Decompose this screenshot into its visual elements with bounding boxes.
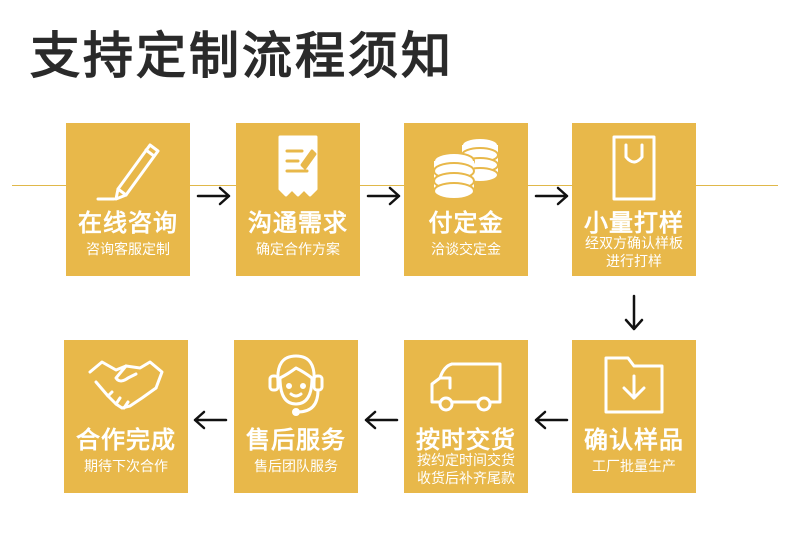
arrow-left-icon <box>192 410 228 430</box>
step-desc: 按约定时间交货 收货后补齐尾款 <box>404 452 528 488</box>
step-desc-line-1: 经双方确认样板 <box>585 236 683 252</box>
step-desc: 洽谈交定金 <box>431 242 501 258</box>
arrow-right-icon <box>534 186 570 206</box>
step-card-after-sales: 售后服务 售后团队服务 <box>234 340 358 493</box>
step-desc-line-2: 收货后补齐尾款 <box>417 471 515 487</box>
arrow-left-icon <box>533 410 569 430</box>
folder-download-icon <box>572 348 696 420</box>
truck-icon <box>404 348 528 420</box>
step-card-communicate: 沟通需求 确定合作方案 <box>236 123 360 276</box>
step-desc: 工厂批量生产 <box>592 459 676 475</box>
step-desc: 期待下次合作 <box>84 459 168 475</box>
arrow-left-icon <box>363 410 399 430</box>
arrow-down-icon <box>624 294 644 332</box>
step-label: 小量打样 <box>584 209 684 237</box>
coins-icon <box>404 131 528 203</box>
step-label: 合作完成 <box>76 426 176 454</box>
handshake-icon <box>64 348 188 420</box>
step-label: 售后服务 <box>246 426 346 454</box>
pencil-icon <box>66 131 190 203</box>
step-label: 付定金 <box>428 209 504 237</box>
step-desc-line-1: 按约定时间交货 <box>417 453 515 469</box>
timeline-divider <box>12 185 778 186</box>
step-card-consult: 在线咨询 咨询客服定制 <box>66 123 190 276</box>
arrow-right-icon <box>366 186 402 206</box>
step-desc: 经双方确认样板 进行打样 <box>572 235 696 271</box>
arrow-right-icon <box>196 186 232 206</box>
step-card-delivery: 按时交货 按约定时间交货 收货后补齐尾款 <box>404 340 528 493</box>
step-card-confirm-sample: 确认样品 工厂批量生产 <box>572 340 696 493</box>
step-label: 在线咨询 <box>78 209 178 237</box>
step-label: 按时交货 <box>416 426 516 454</box>
step-desc: 售后团队服务 <box>254 459 338 475</box>
page-title: 支持定制流程须知 <box>30 27 454 85</box>
step-desc: 咨询客服定制 <box>86 242 170 258</box>
receipt-edit-icon <box>236 131 360 203</box>
step-label: 确认样品 <box>584 426 684 454</box>
step-desc-line-2: 进行打样 <box>606 254 662 270</box>
step-card-sample: 小量打样 经双方确认样板 进行打样 <box>572 123 696 276</box>
headset-agent-icon <box>234 348 358 420</box>
step-card-complete: 合作完成 期待下次合作 <box>64 340 188 493</box>
shopping-bag-icon <box>572 131 696 203</box>
step-card-deposit: 付定金 洽谈交定金 <box>404 123 528 276</box>
step-label: 沟通需求 <box>248 209 348 237</box>
step-desc: 确定合作方案 <box>256 242 340 258</box>
